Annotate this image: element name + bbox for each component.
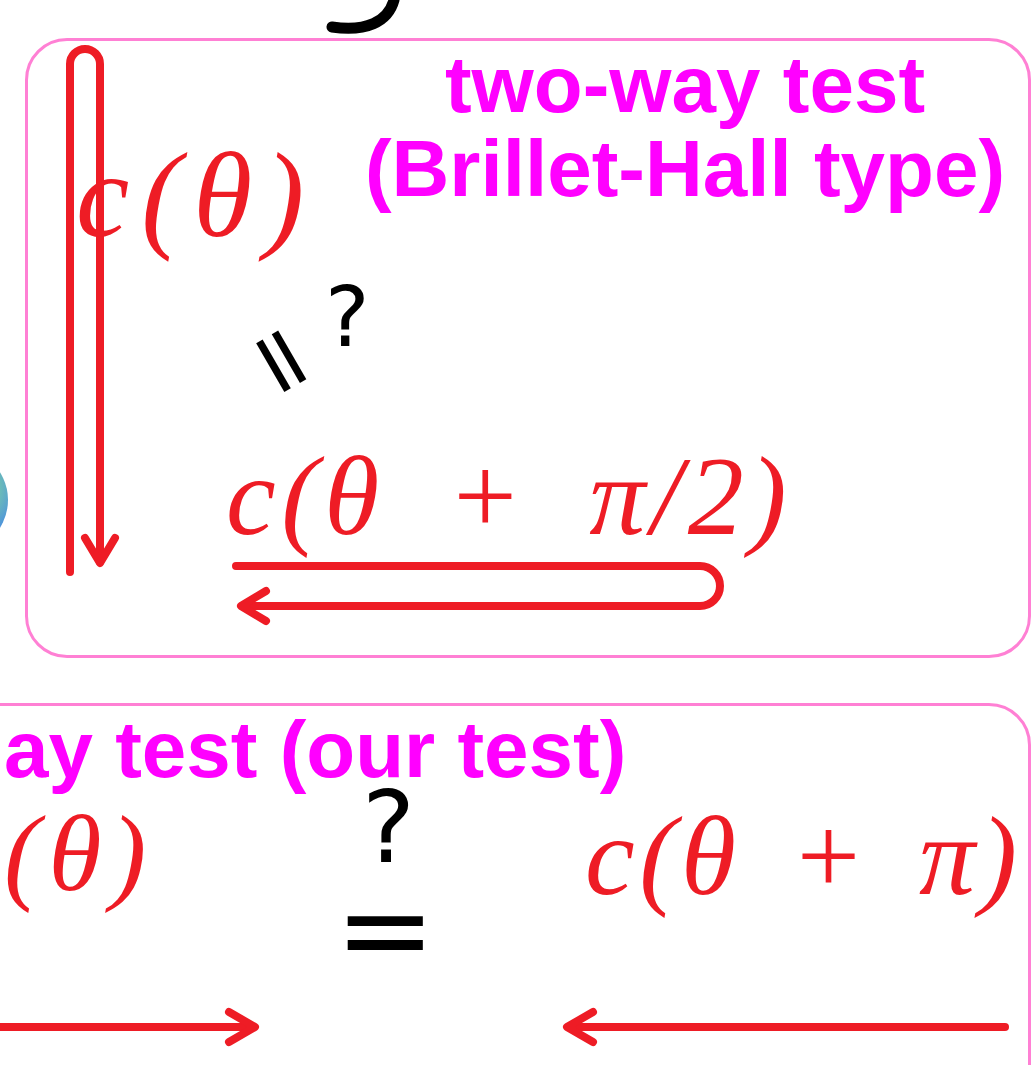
hairpin-arrow [70,49,100,572]
relation-symbol: ? [362,778,415,878]
light-ray-arrow [570,1023,1005,1031]
panel-heading: two-way test (Brillet-Hall type) [340,43,1030,211]
arrow-head [85,538,115,563]
speed-expression: c(θ) [76,136,316,256]
relation-symbol: = [335,870,436,990]
globe-image [0,442,8,558]
speed-expression: c(θ + π/2) [226,440,792,552]
arrow-head [229,1012,255,1042]
speed-expression: c(θ + π) [585,800,1021,912]
cut-letter [332,0,394,28]
relation-symbol: = [226,305,342,415]
test-panel: two-way test (Brillet-Hall type) [25,38,1031,658]
relation-symbol: ? [325,275,370,359]
arrow-head [567,1012,593,1042]
arrow-head [241,591,266,621]
speed-expression: (θ) [4,800,155,908]
hairpin-arrow [236,566,720,606]
light-ray-arrow [0,1023,252,1031]
